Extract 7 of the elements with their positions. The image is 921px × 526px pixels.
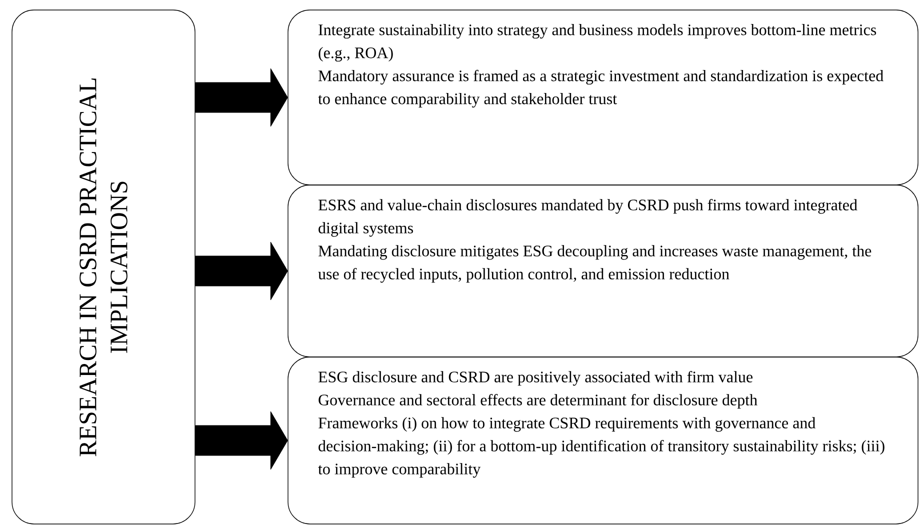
text-box: ESRS and value-chain disclosures mandated by CSRD push firms toward integrated digital systems Mandating disclosure mitigates ESG decoupling and increases waste management, the use of recycled inputs, pollution control, and emission reduction (288, 184, 918, 358)
block-arrow (195, 411, 288, 470)
text-box: Integrate sustainability into strategy and business models improves bottom-line metrics (e.g., ROA) Mandatory assurance is framed as a strategic investment and standardization is expected to enhance comparability and stakeholder trust (288, 10, 918, 186)
block-arrow (195, 68, 288, 127)
block-arrow (195, 242, 288, 300)
text-box: ESG disclosure and CSRD are positively associated with firm value Governance and sectoral effects are determinant for disclosure depth Frameworks (i) on how to integrate CSRD requirements with governance and decision-making; (ii) for a bottom-up identification of transitory sustainability risks; (iii) to improve comparability (288, 356, 918, 524)
text-box: RESEARCH IN CSRD PRACTICAL IMPLICATIONS (12, 10, 196, 524)
